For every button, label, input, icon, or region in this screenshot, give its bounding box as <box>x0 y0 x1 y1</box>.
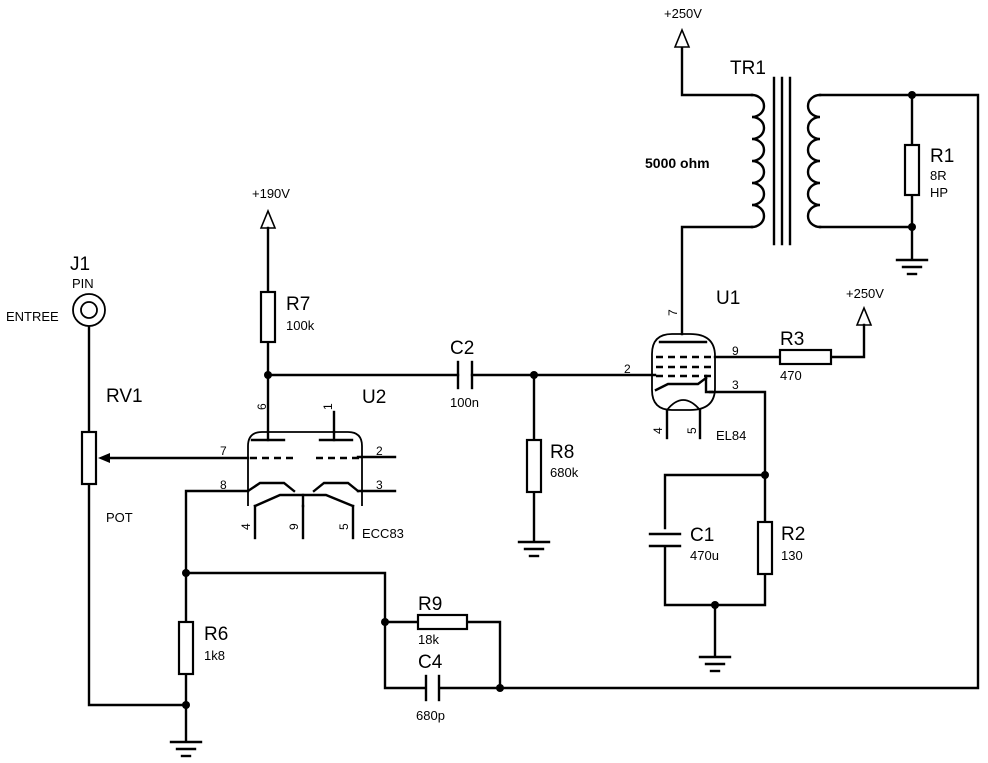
power-250v-top: +250V <box>664 6 702 48</box>
c2-value: 100n <box>450 395 479 410</box>
r7-ref: R7 <box>286 294 310 315</box>
u1-pin-2: 2 <box>624 362 631 376</box>
u2-pin-1: 1 <box>321 403 335 410</box>
r3-value: 470 <box>780 368 802 383</box>
u1-pin-9: 9 <box>732 344 739 358</box>
ground-r1 <box>895 258 929 276</box>
r3-ref: R3 <box>780 329 804 350</box>
resistor-r3: R3 470 <box>778 329 833 383</box>
r1-value: 8R <box>930 168 947 183</box>
c1-ref: C1 <box>690 525 714 546</box>
ground-input <box>169 740 203 758</box>
junctions <box>182 91 916 709</box>
u2-pin-5: 5 <box>337 523 351 530</box>
resistor-r1: R1 8R HP <box>903 143 954 200</box>
u1-pin-4: 4 <box>651 427 665 434</box>
r8-ref: R8 <box>550 442 574 463</box>
resistor-r2: R2 130 <box>756 520 805 576</box>
j1-label: ENTREE <box>6 309 59 324</box>
u2-pin-7: 7 <box>220 444 227 458</box>
rv1-value: POT <box>106 510 133 525</box>
u1-type: EL84 <box>716 428 746 443</box>
power-label: +250V <box>664 6 702 21</box>
power-label: +190V <box>252 186 290 201</box>
tr1-impedance: 5000 ohm <box>645 155 710 171</box>
u1-pin-5: 5 <box>685 427 699 434</box>
rv1-ref: RV1 <box>106 386 143 407</box>
u1-pin-3: 3 <box>732 378 739 392</box>
connector-j1: J1 PIN ENTREE <box>6 254 106 327</box>
resistor-r6: R6 1k8 <box>177 620 228 676</box>
c2-ref: C2 <box>450 338 474 359</box>
tube-u2-ecc83: 6 1 7 2 8 3 4 9 5 U2 ECC83 <box>220 387 404 541</box>
u1-ref: U1 <box>716 288 740 309</box>
power-label: +250V <box>846 286 884 301</box>
u2-pin-9: 9 <box>287 523 301 530</box>
transformer-tr1: TR1 5000 ohm <box>645 58 822 246</box>
u2-pin-8: 8 <box>220 478 227 492</box>
wires <box>87 46 980 742</box>
r6-value: 1k8 <box>204 648 225 663</box>
c4-value: 680p <box>416 708 445 723</box>
r2-value: 130 <box>781 548 803 563</box>
u2-ref: U2 <box>362 387 386 408</box>
c4-ref: C4 <box>418 652 443 673</box>
tube-u1-el84: 7 9 2 3 4 5 U1 EL84 <box>624 288 746 443</box>
r9-value: 18k <box>418 632 439 647</box>
tr1-ref: TR1 <box>730 58 766 79</box>
ground-c1r2 <box>698 655 732 673</box>
r8-value: 680k <box>550 465 579 480</box>
resistor-r8: R8 680k <box>525 438 579 494</box>
c1-value: 470u <box>690 548 719 563</box>
ground-r8 <box>517 540 551 558</box>
u2-type: ECC83 <box>362 526 404 541</box>
u2-pin-3: 3 <box>376 478 383 492</box>
r6-ref: R6 <box>204 624 228 645</box>
r7-value: 100k <box>286 318 315 333</box>
r9-ref: R9 <box>418 594 442 615</box>
r2-ref: R2 <box>781 524 805 545</box>
capacitor-c1: C1 470u <box>648 525 719 563</box>
power-250v-right: +250V <box>846 286 884 326</box>
j1-value: PIN <box>72 276 94 291</box>
u2-pin-6: 6 <box>255 403 269 410</box>
resistor-r9: R9 18k <box>416 594 469 647</box>
resistor-r7: R7 100k <box>259 290 315 344</box>
power-190v: +190V <box>252 186 290 229</box>
r1-label: HP <box>930 185 948 200</box>
capacitor-c4: C4 680p <box>416 652 445 723</box>
u2-pin-4: 4 <box>239 523 253 530</box>
u2-pin-2: 2 <box>376 444 383 458</box>
j1-ref: J1 <box>70 254 90 275</box>
capacitor-c2: C2 100n <box>450 338 479 410</box>
u1-pin-7: 7 <box>666 309 680 316</box>
r1-ref: R1 <box>930 146 954 167</box>
potentiometer-rv1: RV1 POT <box>80 386 250 525</box>
